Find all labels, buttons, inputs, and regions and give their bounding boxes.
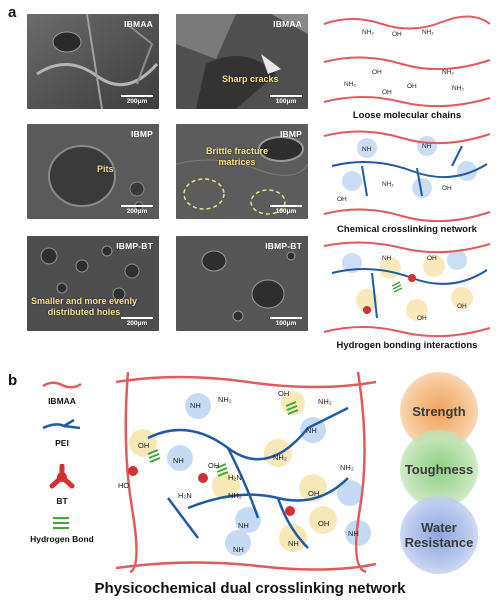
scale-bar: 100μm xyxy=(270,205,302,215)
panel-a-letter: a xyxy=(8,4,17,21)
panel-b-letter: b xyxy=(8,372,18,389)
svg-text:NH: NH xyxy=(422,143,432,150)
sem-label: IBMAA xyxy=(273,19,302,29)
svg-text:HO: HO xyxy=(118,481,129,490)
property-water-resistance-label: Water Resistance xyxy=(404,520,474,550)
svg-text:NH₂: NH₂ xyxy=(382,181,394,188)
svg-text:OH: OH xyxy=(442,185,452,192)
sem-image-ibmaa-100: IBMAA Sharp cracks 100μm xyxy=(176,14,308,109)
svg-text:NH₂: NH₂ xyxy=(273,453,287,462)
svg-text:NH: NH xyxy=(190,401,201,410)
svg-text:NH₂: NH₂ xyxy=(218,395,232,404)
svg-text:OH: OH xyxy=(318,519,329,528)
svg-text:NH: NH xyxy=(173,456,184,465)
sem-image-ibmp-bt-100: IBMP-BT 100μm xyxy=(176,236,308,331)
sem-label: IBMP xyxy=(279,129,302,139)
sem-image-ibmp-200: IBMP Pits 200μm xyxy=(27,124,159,219)
svg-text:OH: OH xyxy=(457,303,467,310)
svg-text:OH: OH xyxy=(392,31,402,38)
pei-branch-icon xyxy=(42,418,81,430)
svg-text:OH: OH xyxy=(337,196,347,203)
legend-label-bt: BT xyxy=(56,496,68,506)
legend-label-ibmaa: IBMAA xyxy=(48,396,76,406)
scale-bar: 100μm xyxy=(270,95,302,105)
sem-label: IBMAA xyxy=(124,19,153,29)
sem-image-ibmaa-200: IBMAA 200μm xyxy=(27,14,159,109)
svg-text:OH: OH xyxy=(372,69,382,76)
sem-label: IBMP xyxy=(130,129,153,139)
svg-text:OH: OH xyxy=(208,461,219,470)
property-toughness: Toughness xyxy=(400,430,478,508)
hydrogen-bond-icon xyxy=(53,517,69,529)
legend-label-pei: PEI xyxy=(55,438,69,448)
schematic-loose-chains: NH₂ OH NH₂ OH NH₂ NH₂ OH OH NH₂ xyxy=(323,15,491,108)
svg-text:OH: OH xyxy=(278,389,289,398)
svg-text:NH₂: NH₂ xyxy=(228,491,242,500)
dual-crosslinking-network: NH NH₂ OH NH₂ OH NH OH H₂N NH₂ NH NH₂ HO H₂N NH₂ OH… xyxy=(115,371,377,574)
svg-text:NH: NH xyxy=(348,529,359,538)
bt-tripod-icon xyxy=(49,464,75,489)
scale-bar: 100μm xyxy=(270,317,302,327)
svg-text:OH: OH xyxy=(407,83,417,90)
scale-bar: 200μm xyxy=(121,317,153,327)
sem-label: IBMP-BT xyxy=(265,241,302,251)
scale-bar: 200μm xyxy=(121,95,153,105)
svg-text:H₂N: H₂N xyxy=(228,473,242,482)
svg-text:OH: OH xyxy=(138,441,149,450)
scale-bar: 200μm xyxy=(121,205,153,215)
svg-text:NH₂: NH₂ xyxy=(452,85,464,92)
svg-text:NH₂: NH₂ xyxy=(340,463,354,472)
figure-footer-title: Physicochemical dual crosslinking networ… xyxy=(94,580,406,597)
svg-text:H₂N: H₂N xyxy=(178,491,192,500)
caption-chemical-network: Chemical crosslinking network xyxy=(337,224,477,235)
sem-annotation-brittle: Brittle fracture matrices xyxy=(206,146,269,167)
sem-annotation-sharp-cracks: Sharp cracks xyxy=(222,74,279,84)
svg-text:NH: NH xyxy=(382,255,392,262)
svg-text:NH: NH xyxy=(238,521,249,530)
svg-text:NH: NH xyxy=(233,545,244,554)
svg-text:OH: OH xyxy=(308,489,319,498)
sem-image-ibmp-100: IBMP Brittle fracture matrices 100μm xyxy=(176,124,308,219)
svg-text:NH₂: NH₂ xyxy=(442,69,454,76)
sem-annotation-pits: Pits xyxy=(97,164,114,174)
schematic-hydrogen-bonding: NH OH OH OH xyxy=(323,241,491,338)
property-water-resistance: Water Resistance xyxy=(400,496,478,574)
caption-hydrogen-bonding: Hydrogen bonding interactions xyxy=(336,340,478,351)
svg-text:NH₂: NH₂ xyxy=(362,29,374,36)
svg-text:NH: NH xyxy=(306,426,317,435)
sem-annotation-holes: Smaller and more evenly distributed hole… xyxy=(31,296,138,317)
svg-text:OH: OH xyxy=(427,255,437,262)
svg-text:NH: NH xyxy=(362,146,372,153)
ibmaa-chain-icon xyxy=(42,381,82,389)
caption-loose-chains: Loose molecular chains xyxy=(352,110,462,121)
svg-text:OH: OH xyxy=(382,89,392,96)
property-strength-label: Strength xyxy=(412,403,466,419)
sem-image-ibmp-bt-200: IBMP-BT Smaller and more evenly distribu… xyxy=(27,236,159,331)
svg-text:NH: NH xyxy=(288,539,299,548)
sem-label: IBMP-BT xyxy=(116,241,153,251)
svg-text:NH₂: NH₂ xyxy=(318,397,332,406)
svg-text:OH: OH xyxy=(417,315,427,322)
svg-text:NH₂: NH₂ xyxy=(344,81,356,88)
schematic-chemical-network: NH NH NH₂ OH OH xyxy=(323,130,491,222)
legend-label-hydrogen-bond: Hydrogen Bond xyxy=(30,534,94,544)
svg-text:NH₂: NH₂ xyxy=(422,29,434,36)
property-toughness-label: Toughness xyxy=(404,461,474,477)
